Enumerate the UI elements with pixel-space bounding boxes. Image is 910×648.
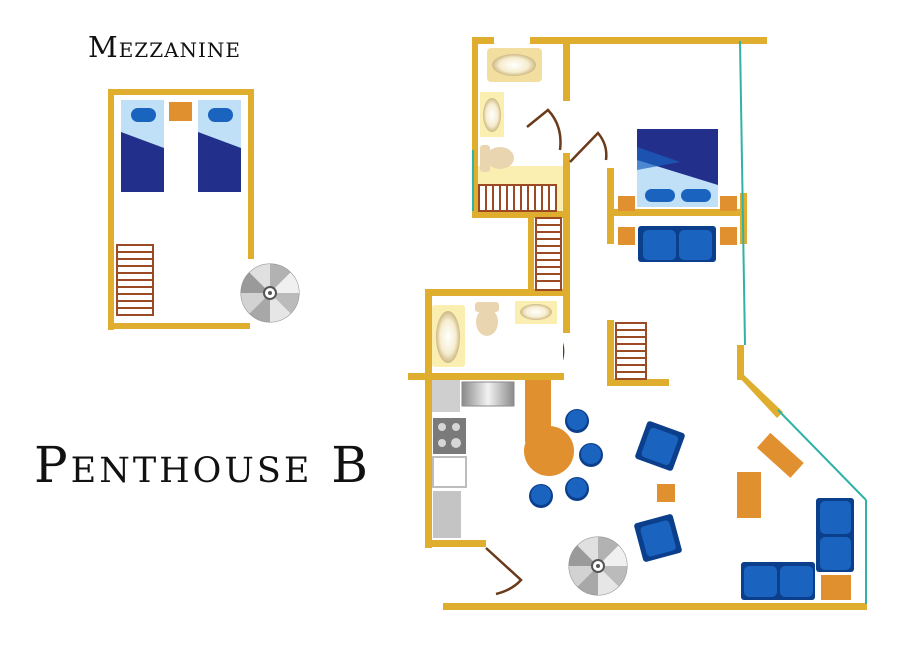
sofa-right <box>816 498 854 572</box>
bar-stools <box>529 409 603 508</box>
sofa-bottom <box>741 562 815 600</box>
spiral-staircase-mezzanine <box>240 263 300 323</box>
corridor-stairs <box>535 217 562 291</box>
breakfast-bar <box>524 380 574 476</box>
cooktop <box>433 418 466 454</box>
lower-bathroom <box>432 296 563 373</box>
toilet-lower <box>475 302 499 336</box>
windows <box>472 40 867 604</box>
bedroom <box>618 129 737 262</box>
kitchen <box>432 380 515 538</box>
twin-bed-right <box>198 100 241 192</box>
nightstand <box>169 102 192 121</box>
living-room-stairs <box>615 322 647 380</box>
penthouse-plan <box>408 37 867 610</box>
living-room <box>634 421 854 600</box>
twin-bed-left <box>121 100 164 192</box>
mezzanine-walls <box>108 89 254 330</box>
armchair-bottom <box>634 514 682 562</box>
upper-bathroom <box>478 44 563 211</box>
kitchen-sink <box>461 381 515 407</box>
refrigerator <box>433 491 461 538</box>
interior-stairs-top <box>478 184 557 212</box>
loveseat-bedroom <box>638 226 716 262</box>
toilet-upper <box>480 145 514 172</box>
mezzanine-title: Mezzanine <box>88 30 242 64</box>
queen-bed <box>637 129 718 207</box>
armchair-top <box>635 421 685 471</box>
counter-top <box>432 380 460 412</box>
nightstand-right <box>720 196 737 211</box>
mezzanine-plan <box>108 89 300 330</box>
end-table-left <box>618 227 635 245</box>
penthouse-walls <box>408 37 867 610</box>
nightstand-left <box>618 196 635 211</box>
mezzanine-stairs <box>116 244 154 316</box>
dishwasher <box>432 456 467 488</box>
spiral-staircase-penthouse <box>568 536 628 596</box>
unit-title: Penthouse B <box>34 436 372 494</box>
side-table-small <box>657 484 675 502</box>
side-table-angled <box>756 432 804 478</box>
end-table-right <box>720 227 737 245</box>
corner-table <box>821 575 851 600</box>
coffee-table <box>737 472 761 518</box>
